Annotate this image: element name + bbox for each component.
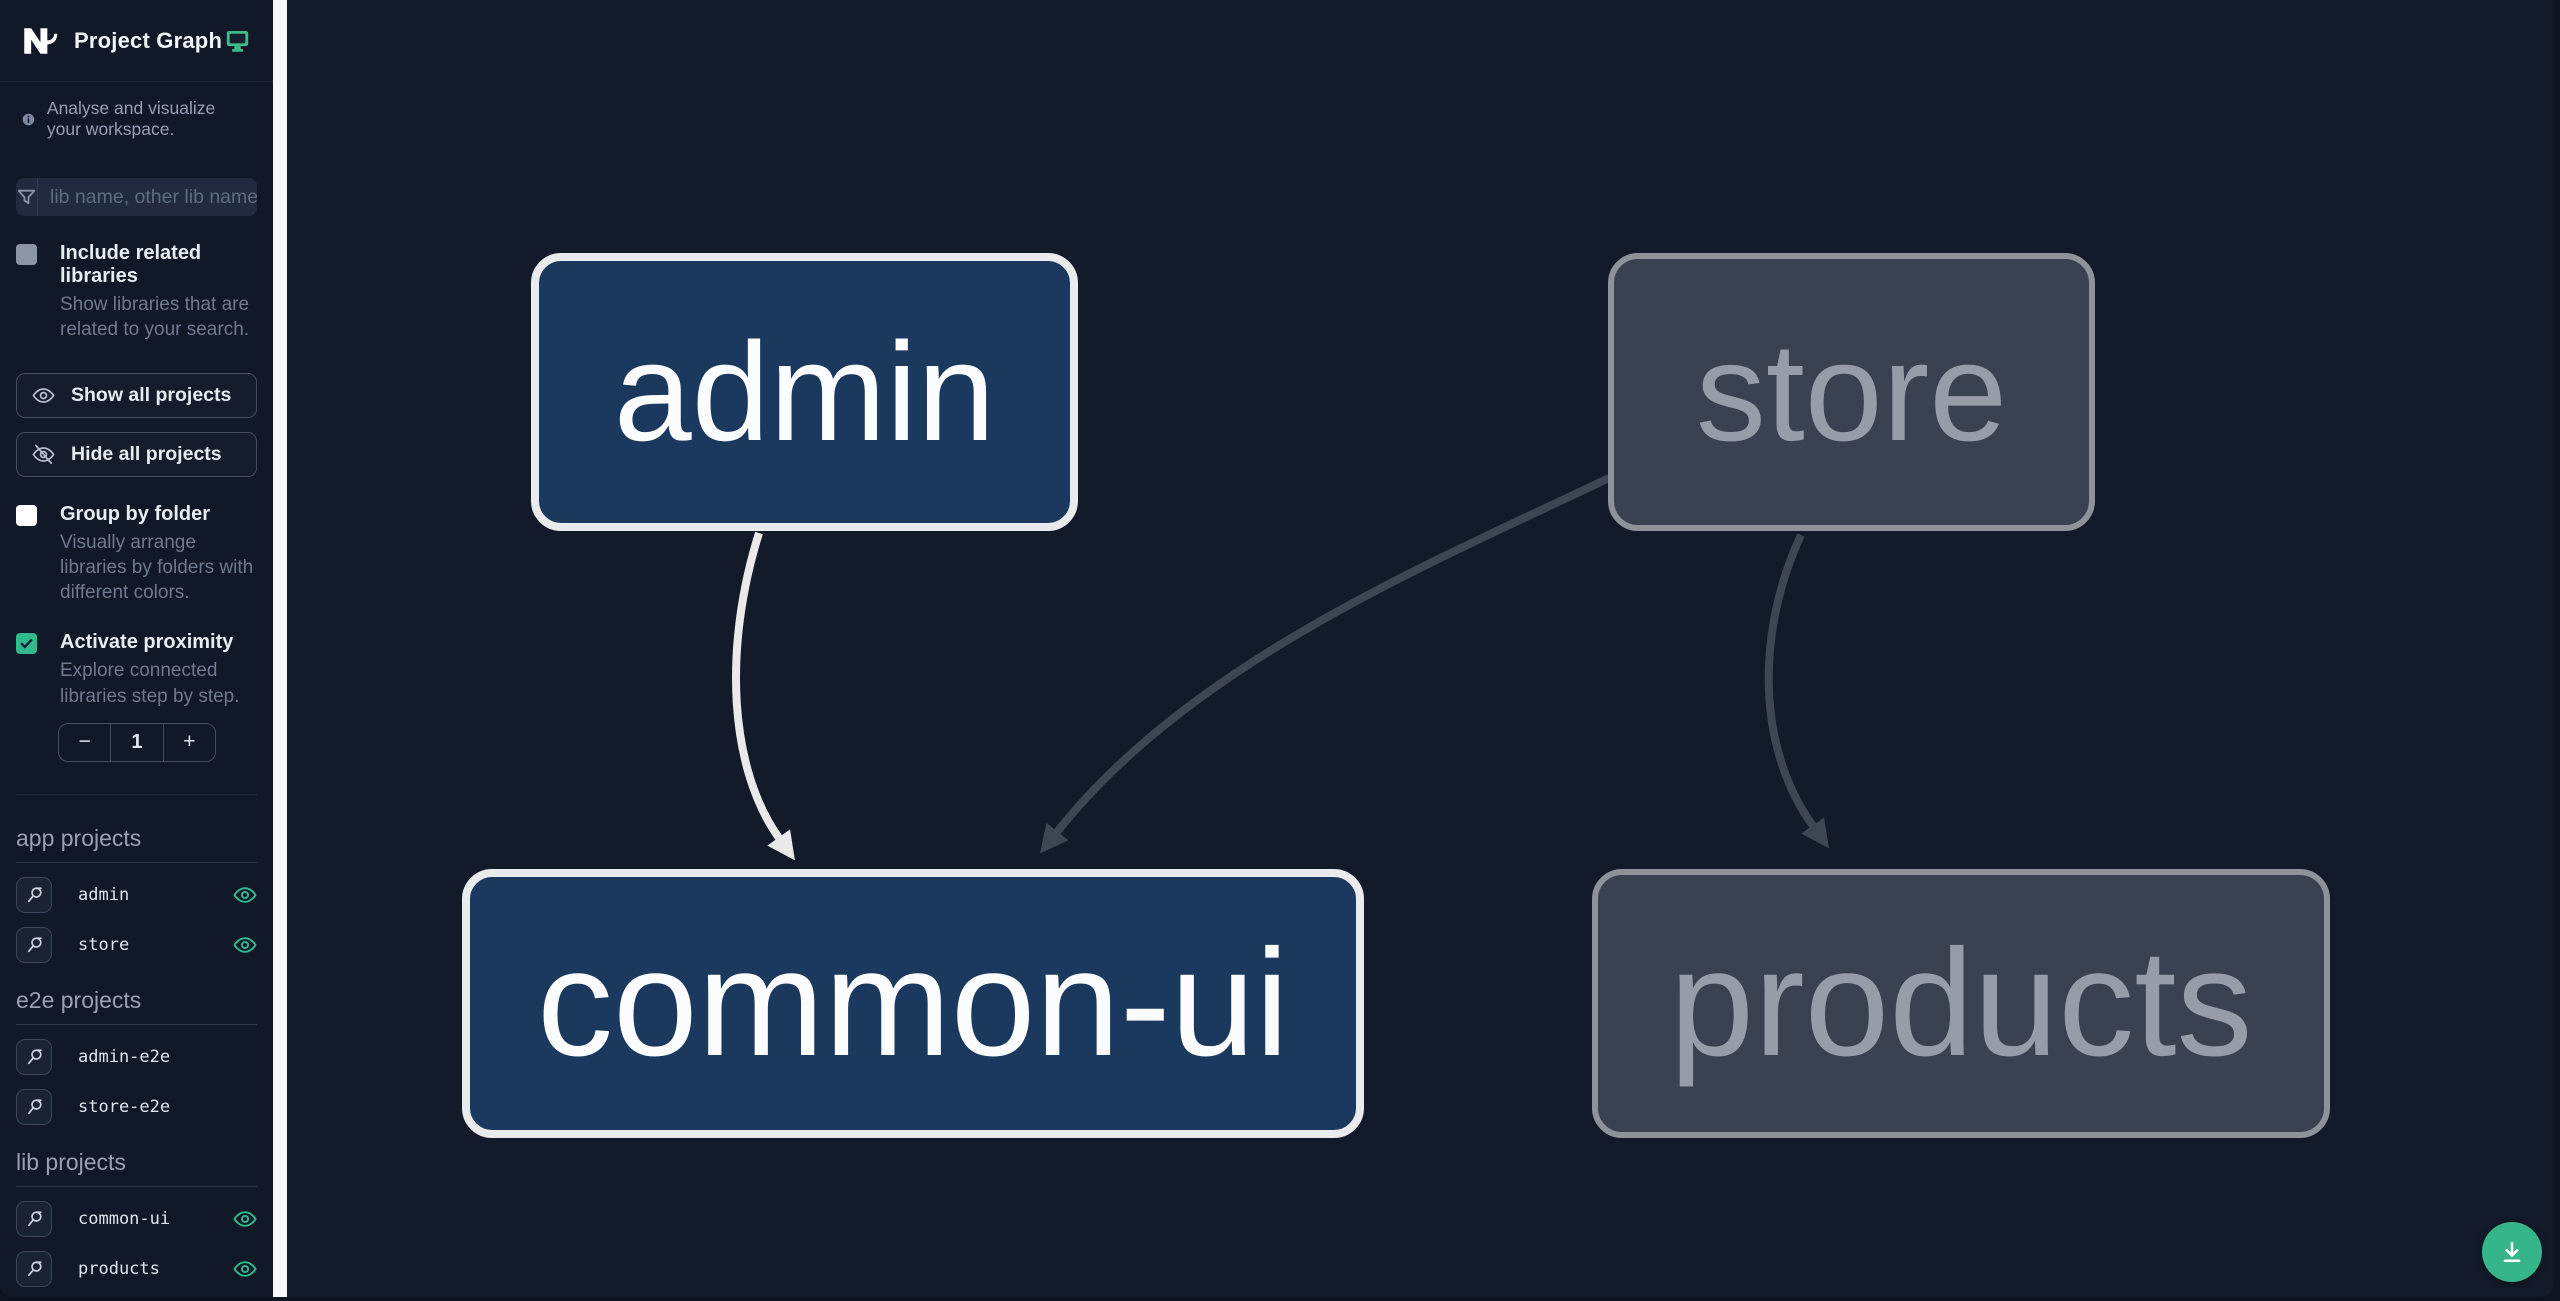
project-row-common-ui: common-ui: [16, 1200, 257, 1237]
option-label: Activate proximity: [60, 631, 234, 654]
graph-node-admin[interactable]: admin: [531, 253, 1078, 531]
section-divider: [16, 793, 257, 795]
focus-project-button[interactable]: [16, 1200, 52, 1237]
focus-magnifier-icon: [27, 887, 42, 903]
option-description: Explore connected libraries step by step…: [60, 660, 240, 707]
funnel-filter-icon: [16, 178, 38, 216]
option-label: Group by folder: [60, 502, 210, 525]
option-description: Show libraries that are related to your …: [60, 294, 250, 341]
edge-store-to-products: [1764, 533, 1829, 849]
section-heading: app projects: [16, 825, 257, 863]
project-row-store: store: [16, 926, 257, 963]
project-section-app: app projects admin store: [16, 825, 257, 963]
group-by-folder-checkbox[interactable]: [16, 504, 37, 526]
focus-magnifier-icon: [27, 1261, 42, 1277]
option-description: Visually arrange libraries by folders wi…: [60, 531, 254, 604]
project-section-e2e: e2e projects admin-e2e store-e2e: [16, 987, 257, 1125]
info-text: Analyse and visualize your workspace.: [46, 98, 216, 139]
eye-icon: [233, 937, 257, 953]
project-row-admin-e2e: admin-e2e: [16, 1038, 257, 1075]
focus-project-button[interactable]: [16, 926, 52, 963]
node-label: products: [1669, 918, 2253, 1088]
graph-node-products[interactable]: products: [1592, 869, 2330, 1138]
toggle-visibility-button[interactable]: [233, 933, 257, 957]
project-name: products: [78, 1258, 160, 1279]
download-image-button[interactable]: [2482, 1222, 2542, 1282]
edge-admin-to-common-ui: [732, 531, 795, 861]
dependency-edges: [732, 474, 1829, 861]
focus-project-button[interactable]: [16, 876, 52, 913]
download-icon: [2503, 1241, 2521, 1263]
project-name: common-ui: [78, 1208, 171, 1229]
edge-store-to-common-ui: [1039, 474, 1611, 854]
node-label: store: [1695, 313, 2008, 470]
eye-icon: [233, 1211, 257, 1227]
focus-magnifier-icon: [27, 1211, 42, 1227]
hide-all-projects-button[interactable]: Hide all projects: [16, 431, 257, 477]
graph-canvas[interactable]: admin store common-ui products: [287, 0, 2554, 1297]
decrement-button[interactable]: −: [59, 724, 110, 761]
info-banner: Analyse and visualize your workspace.: [0, 82, 273, 154]
nx-logo-icon: [24, 27, 58, 54]
toggle-visibility-button[interactable]: [233, 1257, 257, 1281]
sidebar: Project Graph Analyse and visualize your…: [0, 0, 273, 1297]
show-all-label: Show all projects: [71, 383, 232, 406]
graph-controls: Include related libraries Show libraries…: [0, 154, 273, 795]
page-title: Project Graph: [74, 27, 223, 53]
show-all-projects-button[interactable]: Show all projects: [16, 372, 257, 418]
option-include-related: Include related libraries Show libraries…: [16, 242, 257, 343]
sidebar-header: Project Graph: [0, 0, 273, 82]
eye-icon: [233, 1261, 257, 1277]
hide-all-label: Hide all projects: [71, 442, 222, 465]
project-name: admin: [78, 884, 130, 905]
section-heading: lib projects: [16, 1149, 257, 1187]
focus-magnifier-icon: [27, 937, 42, 953]
focus-project-button[interactable]: [16, 1038, 52, 1075]
include-related-checkbox[interactable]: [16, 244, 37, 265]
search-input[interactable]: [38, 178, 257, 216]
info-icon: [22, 113, 35, 125]
option-label: Include related libraries: [60, 242, 202, 287]
node-label: admin: [613, 313, 996, 470]
project-row-admin: admin: [16, 876, 257, 913]
sidebar-canvas-divider[interactable]: [273, 0, 287, 1297]
option-group-by-folder: Group by folder Visually arrange librari…: [16, 503, 257, 606]
monitor-icon[interactable]: [224, 27, 251, 54]
option-activate-proximity: Activate proximity Explore connected lib…: [16, 631, 257, 709]
eye-icon: [32, 387, 55, 403]
focus-project-button[interactable]: [16, 1250, 52, 1287]
eye-slash-icon: [32, 444, 55, 464]
project-row-products: products: [16, 1250, 257, 1287]
proximity-depth-stepper: − 1 +: [58, 722, 216, 762]
toggle-visibility-button[interactable]: [233, 883, 257, 907]
project-name: admin-e2e: [78, 1046, 171, 1067]
section-heading: e2e projects: [16, 987, 257, 1025]
focus-magnifier-icon: [27, 1049, 42, 1065]
focus-project-button[interactable]: [16, 1088, 52, 1125]
filter-search: [16, 178, 257, 216]
check-icon: [20, 639, 33, 649]
increment-button[interactable]: +: [162, 723, 215, 761]
focus-magnifier-icon: [27, 1099, 42, 1115]
depth-value: 1: [110, 723, 162, 761]
eye-icon: [233, 887, 257, 903]
activate-proximity-checkbox[interactable]: [16, 633, 37, 655]
project-name: store: [78, 934, 130, 955]
graph-node-common-ui[interactable]: common-ui: [462, 869, 1364, 1138]
project-section-lib: lib projects common-ui products: [16, 1149, 257, 1287]
project-name: store-e2e: [78, 1096, 171, 1117]
project-list: app projects admin store: [0, 795, 273, 1297]
toggle-visibility-button[interactable]: [233, 1207, 257, 1231]
graph-node-store[interactable]: store: [1608, 253, 2095, 531]
project-row-store-e2e: store-e2e: [16, 1088, 257, 1125]
node-label: common-ui: [537, 918, 1289, 1088]
